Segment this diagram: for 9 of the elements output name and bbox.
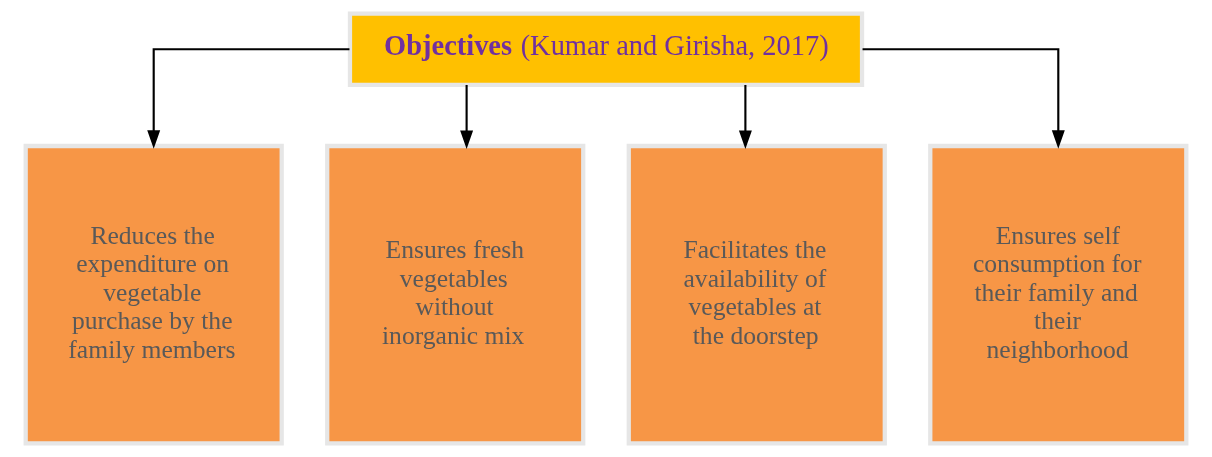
arrow [460,84,474,150]
arrow [147,48,350,149]
node-box: Reduces the expenditure on vegetable purchase by the family members [23,143,284,446]
arrow [738,84,752,150]
node-box: Ensures self consumption for their family and their neighborhood [928,143,1189,446]
arrow [862,48,1065,149]
node-box: Objectives (Kumar and Girisha, 2017) [347,11,865,87]
node-box: Ensures fresh vegetables without inorganic mix [325,143,586,446]
node-box: Facilitates the availability of vegetables at the doorstep [626,143,887,446]
